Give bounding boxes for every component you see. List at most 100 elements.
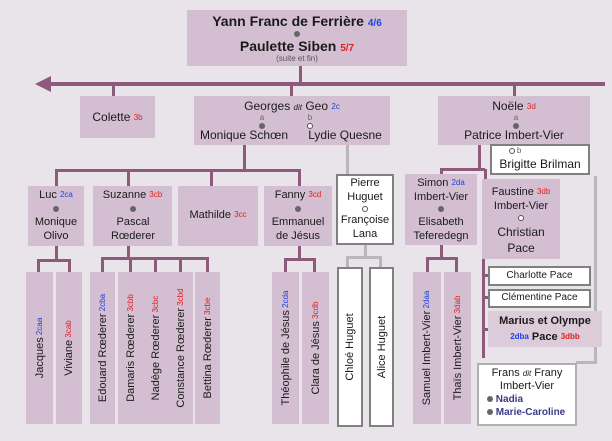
georges-name: Georges dit Geo 2c — [244, 99, 340, 113]
simon-bar — [426, 257, 458, 260]
frans-line2: Imbert-Vier — [499, 380, 555, 392]
grandchild-label: Bettina Rœderer 3cbe — [202, 298, 214, 399]
noele-a-stem — [478, 145, 481, 169]
stem-bettina — [206, 258, 209, 272]
noele-b-line — [594, 176, 597, 362]
union-ring-icon — [307, 122, 313, 129]
suzanne-dot — [93, 204, 172, 215]
simon-surname: Imbert-Vier — [413, 191, 469, 203]
faustine-ring — [482, 213, 560, 224]
charlotte-name: Charlotte Pace — [506, 270, 573, 281]
grandchild-box — [143, 272, 168, 424]
noele-box — [438, 96, 590, 145]
frans-child2: Marie-Caroline — [487, 408, 565, 418]
stem-samuel — [426, 258, 429, 272]
grandchild-ref: 3dab — [452, 295, 462, 316]
grandchild-box — [118, 272, 143, 424]
grandchild-ref: 3cbb — [125, 294, 135, 314]
union-ring-icon — [508, 147, 515, 154]
pace-tick-1 — [482, 274, 490, 277]
stem-noele — [513, 86, 516, 96]
georges-b-stem — [346, 145, 349, 175]
luc-stem — [55, 246, 58, 261]
grandchild-name: Alice Huguet — [375, 315, 388, 379]
noele-spouse-a: Patrice Imbert-Vier — [464, 128, 564, 142]
georges-mark-a: a — [252, 114, 272, 130]
brigitte-name: Brigitte Brilman — [499, 157, 581, 171]
grandchild-label: Samuel Imbert-Vier 2daa — [421, 291, 433, 406]
grandchild-label: Chloé Huguet — [344, 313, 356, 380]
grandchild-name: Thaïs Imbert-Vier — [451, 315, 464, 401]
fanny-dot — [264, 204, 332, 215]
grandchild-ref: 2cda — [280, 290, 290, 311]
grandchild-ref: 2caa — [34, 317, 44, 338]
grandchild-ref: 3cdb — [310, 301, 320, 322]
stem-thais — [455, 258, 458, 272]
grandchild-box — [272, 272, 299, 424]
suzanne-spouse: Pascal Rœderer — [110, 216, 155, 242]
noele-mark-a: a — [506, 114, 526, 130]
mathilde-name: Mathilde 3cc — [189, 209, 247, 221]
faustine-name: Faustine 3db — [491, 186, 551, 198]
union-dot-icon — [129, 206, 136, 213]
pierre-line2: Huguet — [347, 191, 383, 203]
grandchild-ref: 2cba — [97, 293, 107, 314]
grandchild-ref: 3cab — [64, 320, 73, 340]
grandchild-box — [56, 272, 82, 424]
grandchild-box — [26, 272, 53, 424]
union-dot-icon — [259, 122, 265, 129]
grandchild-ref: 3cbc — [150, 295, 160, 315]
grandchild-label: Nadège Rœderer 3cbc — [150, 296, 162, 401]
stem-simon — [440, 169, 443, 175]
grandchild-label: Jacques 2caa — [34, 318, 46, 379]
child-dot-icon — [487, 396, 493, 403]
luc-dot — [28, 204, 84, 215]
noele-b-to-frans — [576, 361, 597, 364]
pierre-line3: Françoise — [340, 214, 390, 226]
root-mother-ref: 5/7 — [340, 43, 355, 54]
grandchild-name: Damaris Rœderer — [124, 313, 137, 402]
stem-theophile — [284, 259, 287, 272]
marius-line1: Marius et Olympe — [499, 315, 591, 327]
marius-line2: 2dba Pace 3dbb — [510, 331, 580, 343]
union-dot-icon — [53, 206, 59, 213]
georges-a-stem — [243, 145, 246, 170]
suzanne-stem — [127, 246, 130, 259]
grandchild-ref: 3cbd — [175, 288, 185, 308]
root-father-ref: 4/6 — [367, 18, 382, 29]
stem-colette — [112, 86, 115, 96]
root-note: (suite et fin) — [276, 54, 318, 63]
pace-tick-3 — [482, 328, 490, 331]
child-dot-icon — [487, 409, 493, 416]
faustine-stem — [482, 258, 485, 358]
georges-a-bar — [55, 169, 301, 172]
stem-constance — [179, 258, 182, 272]
grandchild-name: Théophile de Jésus — [279, 310, 292, 406]
frans-box — [477, 363, 577, 426]
suzanne-box — [93, 186, 172, 246]
stem-jacques — [37, 260, 40, 272]
root-couple-box — [187, 10, 407, 66]
root-union-dot — [187, 29, 407, 40]
grandchild-box — [302, 272, 329, 424]
grandchild-box — [369, 267, 394, 427]
stem-faustine — [484, 169, 487, 179]
grandchild-name: Jacques — [33, 337, 46, 379]
gen1-bar — [50, 82, 605, 86]
grandchild-name: Samuel Imbert-Vier — [421, 310, 433, 406]
grandchild-label: Edouard Rœderer 2cba — [97, 294, 109, 402]
union-ring-icon — [518, 215, 524, 222]
brigitte-box — [490, 144, 590, 175]
pierre-ring — [336, 204, 394, 215]
fanny-box — [264, 186, 332, 246]
colette-box — [80, 96, 155, 138]
union-dot-icon — [513, 122, 519, 129]
simon-dot — [405, 204, 477, 215]
grandchild-box — [413, 272, 441, 424]
grandchild-label: Clara de Jésus 3cdb — [310, 302, 322, 395]
fanny-spouse: Emmanuel de Jésus — [271, 216, 325, 242]
grandchild-name: Clara de Jésus — [309, 321, 322, 395]
luc-spouse: Monique Olivo — [34, 216, 78, 242]
georges-box — [194, 96, 390, 145]
grandchild-label: Théophile de Jésus 2cda — [280, 291, 292, 406]
